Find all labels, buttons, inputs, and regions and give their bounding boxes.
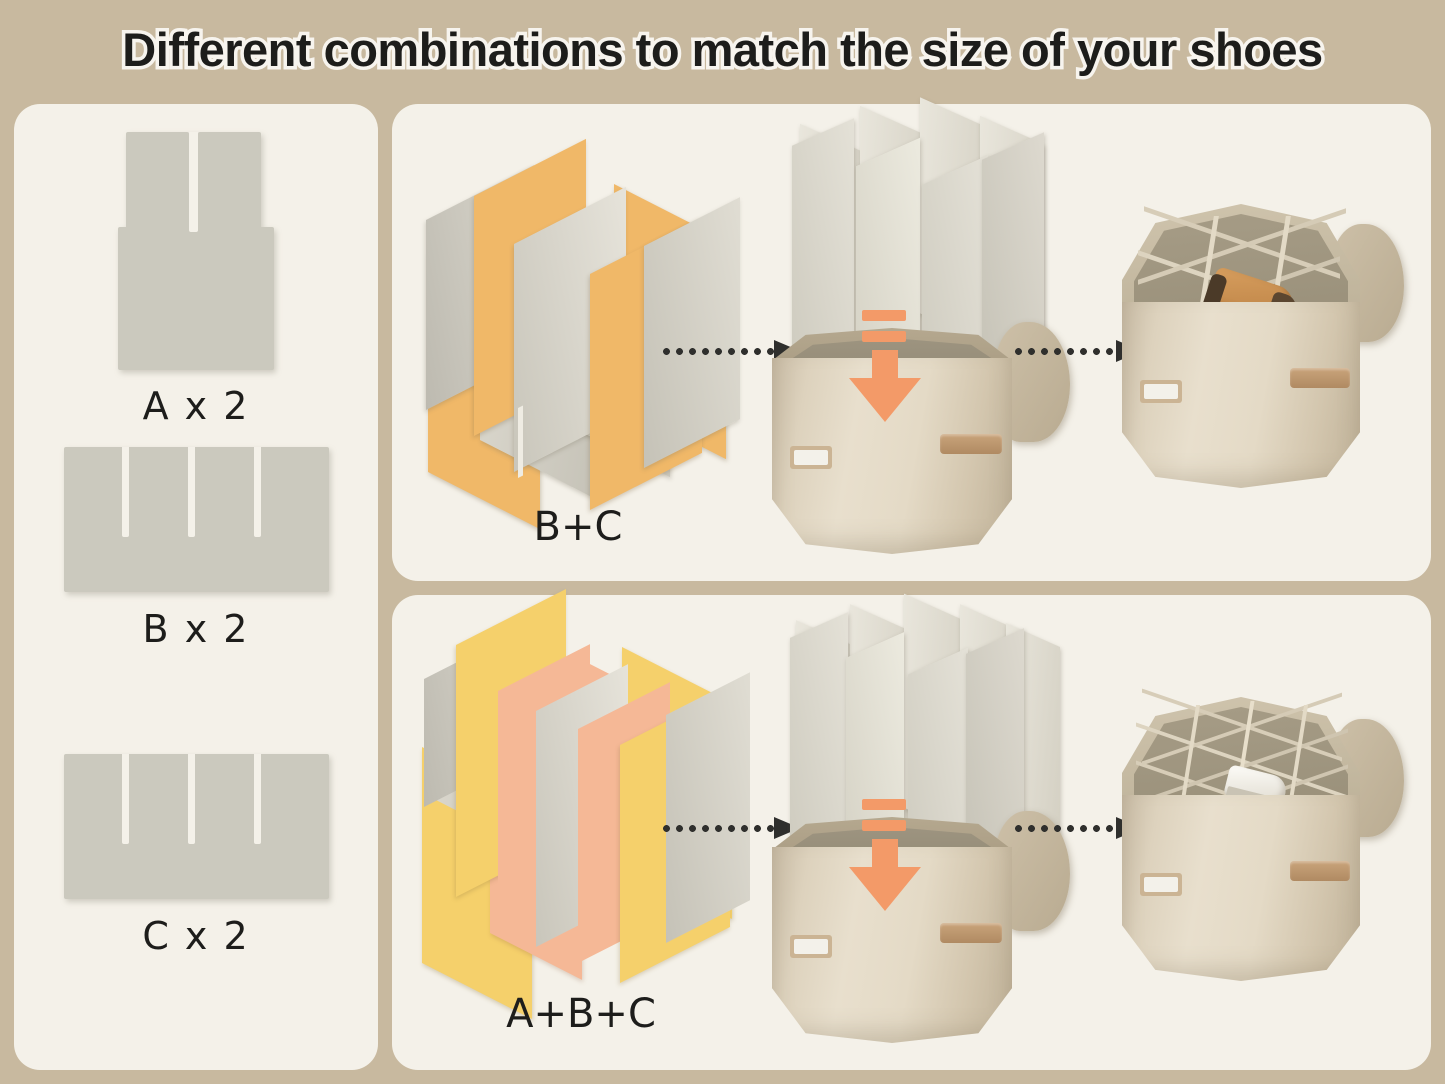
bc-divider-assembly [418,138,740,548]
part-c-label: C x 2 [142,914,250,958]
part-b-block: B x 2 [14,447,378,651]
page-title: Different combinations to match the size… [119,20,1327,80]
board-upper-left [126,132,189,232]
slot-3 [253,447,261,537]
arrow-shaft [872,839,898,871]
label-card [794,939,828,954]
board-upper-right [198,132,261,232]
basket-handle [940,923,1002,943]
dotted-line [660,825,774,832]
arrow-dash-1 [862,310,906,321]
upright-divider-cross-1 [792,118,854,360]
slot-1 [121,447,129,537]
divider-slot-notch [518,405,523,478]
label-card [1144,877,1178,892]
dotted-line [660,348,774,355]
part-c-illustration [63,754,329,899]
label-card [1144,384,1178,399]
label-card [794,450,828,465]
board-body [63,447,329,592]
slot-1 [121,754,129,844]
abc-insert-arrow [849,799,932,911]
abc-finished-basket [1114,675,1414,1015]
slot-2 [187,754,195,844]
abc-insert-basket [762,593,1092,1055]
dotted-line [1012,825,1116,832]
part-b-illustration [63,447,329,592]
arrow-dash-1 [862,799,906,810]
board-body [63,754,329,899]
part-c-block: C x 2 [14,754,378,958]
arrow-shaft [872,350,898,382]
arrow-dash-2 [862,331,906,342]
slot-3 [253,754,261,844]
dotted-line [1012,348,1116,355]
basket-handle [940,434,1002,454]
basket-label-holder [790,935,832,958]
bc-combination-label: B+C [533,504,623,550]
basket-label-holder [1140,380,1182,403]
row-bc-card: B+C [392,97,1431,581]
upright-divider-cross-1 [790,612,848,850]
slot-1 [189,132,198,232]
arrow-tip-icon [849,867,921,911]
part-a-illustration [118,132,274,370]
basket-label-holder [1140,873,1182,896]
parts-legend-card: A x 2 B x 2 C x 2 [14,104,378,1070]
bc-finished-basket [1114,182,1414,522]
arrow-dash-2 [862,820,906,831]
bc-insert-basket [762,97,1092,566]
row-abc-card: A+B+C [392,588,1431,1070]
basket-handle [1290,368,1350,388]
divider-panel-cross-gray-3 [666,672,750,943]
arrow-tip-icon [849,378,921,422]
part-a-label: A x 2 [142,384,250,428]
basket-handle [1290,861,1350,881]
abc-combination-label: A+B+C [506,991,656,1037]
part-a-block: A x 2 [14,132,378,428]
board-body [118,227,274,370]
basket-label-holder [790,446,832,469]
bc-insert-arrow [849,310,932,422]
slot-2 [187,447,195,537]
part-b-label: B x 2 [142,607,250,651]
